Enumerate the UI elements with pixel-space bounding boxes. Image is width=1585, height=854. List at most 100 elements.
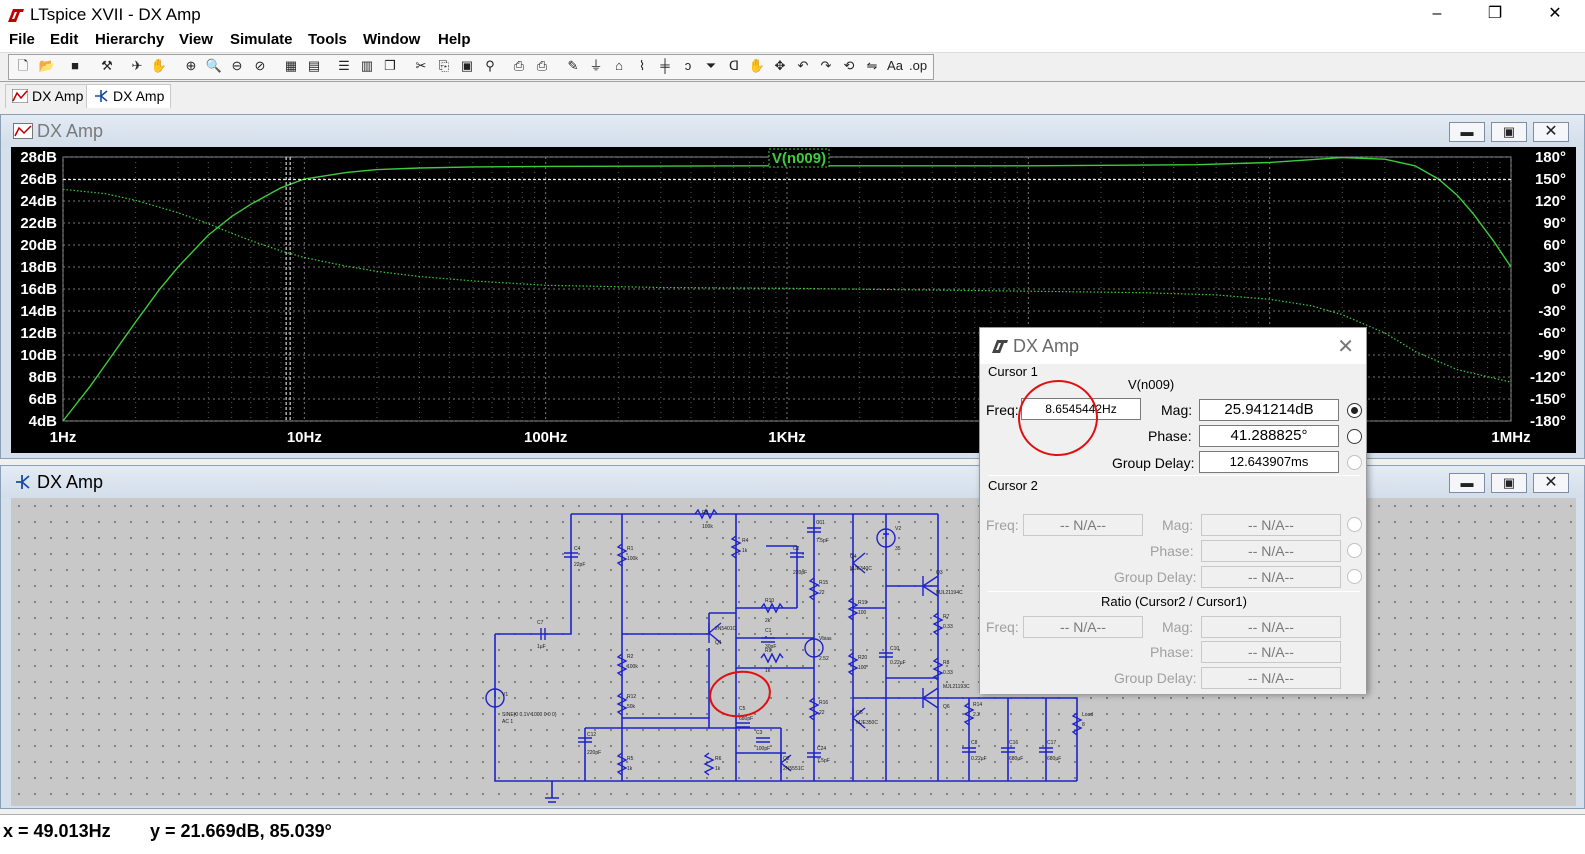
x-tick-label: 10Hz bbox=[287, 429, 322, 446]
label-icon[interactable]: ⌂ bbox=[615, 58, 623, 73]
run-icon[interactable]: ✈ bbox=[131, 58, 143, 73]
label-v1-spec: SINE(0 0.1V 1000 0 0 0) bbox=[502, 712, 557, 718]
new-schematic-icon[interactable]: 🗋 bbox=[17, 58, 29, 73]
label-c10: C10 bbox=[890, 646, 899, 652]
tab-waveform[interactable]: DX Amp bbox=[5, 84, 91, 108]
cursor1-group-delay-radio[interactable] bbox=[1347, 455, 1362, 470]
menu-edit[interactable]: Edit bbox=[50, 31, 79, 48]
label-r16: R16 bbox=[819, 700, 828, 706]
ground-icon[interactable]: ⏚ bbox=[589, 58, 603, 73]
label-c16: C16 bbox=[1009, 740, 1018, 746]
y-right-tick-label: 0° bbox=[1552, 281, 1566, 298]
autorange-icon[interactable]: ▦ bbox=[284, 58, 298, 73]
zoom-out-icon[interactable]: ⊖ bbox=[231, 58, 243, 73]
control-panel-icon[interactable]: ⚒ bbox=[101, 58, 113, 73]
ratio-mag-field: -- N/A-- bbox=[1201, 616, 1341, 638]
tab-bar: DX Amp DX Amp bbox=[0, 82, 1585, 110]
label-v2: V2 bbox=[895, 526, 901, 532]
schematic-close-button[interactable]: ✕ bbox=[1533, 473, 1569, 493]
save-icon[interactable]: ■ bbox=[71, 58, 79, 73]
tab-schematic[interactable]: DX Amp bbox=[86, 84, 172, 108]
separator bbox=[988, 591, 1360, 592]
mirror-icon[interactable]: ⇋ bbox=[866, 58, 878, 73]
y-right-tick-label: 90° bbox=[1543, 215, 1566, 232]
wire-icon[interactable]: ✎ bbox=[567, 58, 579, 73]
component-icon[interactable]: ᗡ bbox=[729, 58, 739, 73]
tile-vertical-icon[interactable]: ▥ bbox=[360, 58, 374, 73]
print-icon[interactable]: ⎙ bbox=[536, 58, 548, 73]
label-c2v: 220pF bbox=[793, 570, 807, 576]
label-q3v: MJL21194C bbox=[936, 590, 963, 596]
y-right-tick-label: -150° bbox=[1530, 391, 1566, 408]
cursor1-mag-field[interactable]: 25.941214dB bbox=[1199, 399, 1339, 421]
restore-button[interactable]: ❐ bbox=[1487, 5, 1503, 22]
cursor2-mag-radio[interactable] bbox=[1347, 517, 1362, 532]
pan-icon[interactable]: ✋ bbox=[150, 58, 168, 73]
waveform-close-button[interactable]: ✕ bbox=[1533, 122, 1569, 142]
y-left-tick-label: 18dB bbox=[20, 259, 57, 276]
cursor2-phase-radio[interactable] bbox=[1347, 543, 1362, 558]
capacitor-icon[interactable]: ╪ bbox=[660, 58, 670, 73]
y-left-tick-label: 14dB bbox=[20, 303, 57, 320]
cursor-dialog: DX Amp ✕ Cursor 1 V(n009) Freq: 8.654544… bbox=[979, 327, 1367, 694]
menu-hierarchy[interactable]: Hierarchy bbox=[95, 31, 165, 48]
menu-file[interactable]: File bbox=[9, 31, 35, 48]
menu-view[interactable]: View bbox=[179, 31, 213, 48]
undo-icon[interactable]: ↶ bbox=[797, 58, 809, 73]
find-icon[interactable]: ⚲ bbox=[485, 58, 495, 73]
drag-icon[interactable]: ✥ bbox=[774, 58, 786, 73]
redo-icon[interactable]: ↷ bbox=[820, 58, 832, 73]
zoom-fit-icon[interactable]: ⊘ bbox=[254, 58, 266, 73]
y-left-tick-label: 6dB bbox=[29, 391, 58, 408]
move-icon[interactable]: ✋ bbox=[748, 58, 766, 73]
label-c17v: 680µF bbox=[1047, 756, 1061, 762]
label-r20v: 100 bbox=[858, 665, 867, 671]
menu-help[interactable]: Help bbox=[438, 31, 471, 48]
label-c4v: 22pF bbox=[574, 562, 585, 568]
ltspice-logo-icon bbox=[8, 9, 24, 22]
spice-directive-icon[interactable]: .op bbox=[909, 58, 928, 73]
rotate-icon[interactable]: ⟲ bbox=[843, 58, 855, 73]
schematic-tab-icon bbox=[95, 90, 108, 102]
tile-horizontal-icon[interactable]: ☰ bbox=[338, 58, 350, 73]
x-tick-label: 1Hz bbox=[50, 429, 77, 446]
cursor-dialog-close-button[interactable]: ✕ bbox=[1337, 336, 1354, 358]
schematic-maximize-button[interactable]: ▣ bbox=[1491, 473, 1527, 493]
label-r6v: 1k bbox=[715, 766, 721, 772]
zoom-in-icon[interactable]: ⊕ bbox=[185, 58, 197, 73]
text-icon[interactable]: Aa bbox=[887, 58, 903, 73]
waveform-minimize-button[interactable]: ▬ bbox=[1449, 122, 1485, 142]
minimize-button[interactable]: – bbox=[1432, 5, 1442, 22]
cursor2-group-delay-radio[interactable] bbox=[1347, 569, 1362, 584]
cut-icon[interactable]: ✂ bbox=[415, 58, 427, 73]
cursor1-phase-field[interactable]: 41.288825° bbox=[1199, 425, 1339, 447]
close-button[interactable]: ✕ bbox=[1548, 5, 1562, 22]
diode-icon[interactable]: ⏷ bbox=[705, 58, 717, 73]
y-right-tick-label: -120° bbox=[1530, 369, 1566, 386]
menu-window[interactable]: Window bbox=[363, 31, 421, 48]
menu-simulate[interactable]: Simulate bbox=[230, 31, 293, 48]
paste-icon[interactable]: ▣ bbox=[460, 58, 474, 73]
zoom-area-icon[interactable]: 🔍 bbox=[205, 58, 223, 73]
cursor1-freq-field[interactable]: 8.6545442Hz bbox=[1021, 398, 1141, 420]
inductor-icon[interactable]: ↄ bbox=[684, 58, 692, 73]
annotation-circle-c5 bbox=[709, 670, 771, 718]
waveform-maximize-button[interactable]: ▣ bbox=[1491, 122, 1527, 142]
cursor1-mag-radio[interactable] bbox=[1347, 403, 1362, 418]
tile-icon[interactable]: ▤ bbox=[307, 58, 321, 73]
resistor-icon[interactable]: ⌇ bbox=[638, 58, 646, 73]
cursor1-phase-radio[interactable] bbox=[1347, 429, 1362, 444]
schematic-minimize-button[interactable]: ▬ bbox=[1449, 473, 1485, 493]
trace-label: V(n009) bbox=[772, 150, 826, 167]
label-r5v: 1k bbox=[627, 766, 633, 772]
print-preview-icon[interactable]: ⎙ bbox=[513, 58, 525, 73]
menu-tools[interactable]: Tools bbox=[308, 31, 347, 48]
schematic-drawing[interactable]: V1 SINE(0 0.1V 1000 0 0 0) AC 1 C4 22pF … bbox=[11, 498, 1576, 806]
cursor1-phase-label: Phase: bbox=[1148, 428, 1192, 444]
open-icon[interactable]: 📂 bbox=[38, 58, 56, 73]
label-v1: V1 bbox=[502, 692, 508, 698]
cascade-icon[interactable]: ❐ bbox=[384, 58, 396, 73]
label-v2v: 35 bbox=[895, 546, 901, 552]
copy-icon[interactable]: ⎘ bbox=[438, 58, 450, 73]
cursor1-group-delay-field[interactable]: 12.643907ms bbox=[1199, 451, 1339, 473]
